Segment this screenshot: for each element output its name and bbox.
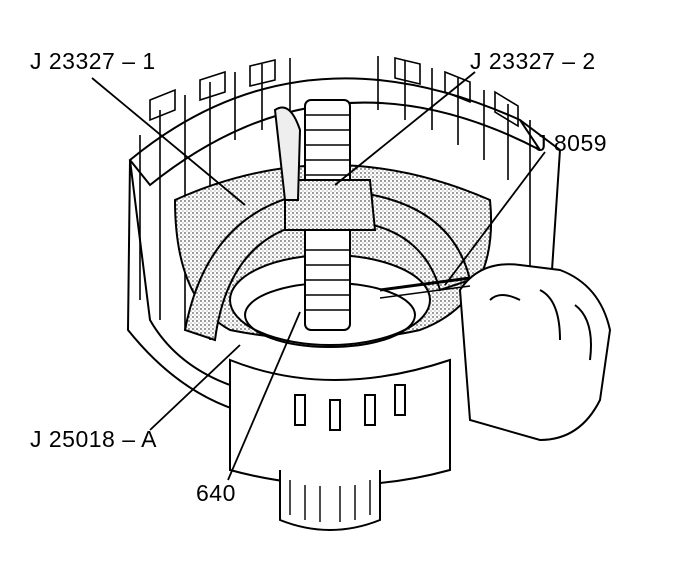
leader-j23327-2 xyxy=(334,71,476,186)
threaded-rod xyxy=(273,99,377,331)
drum-hub xyxy=(229,358,451,531)
leader-j23327-1 xyxy=(91,77,246,206)
leader-j8059 xyxy=(444,151,546,286)
hand xyxy=(379,263,612,442)
clutch-drum xyxy=(126,56,562,422)
leader-j25018-a xyxy=(149,344,241,431)
leader-lines xyxy=(91,71,546,481)
callout-j25018-a: J 25018 – A xyxy=(30,426,157,452)
leader-640 xyxy=(227,311,301,481)
callout-j23327-1: J 23327 – 1 xyxy=(30,48,156,74)
callout-640: 640 xyxy=(196,480,236,506)
callout-j23327-2: J 23327 – 2 xyxy=(470,48,596,74)
callout-j8059: J 8059 xyxy=(535,130,608,156)
